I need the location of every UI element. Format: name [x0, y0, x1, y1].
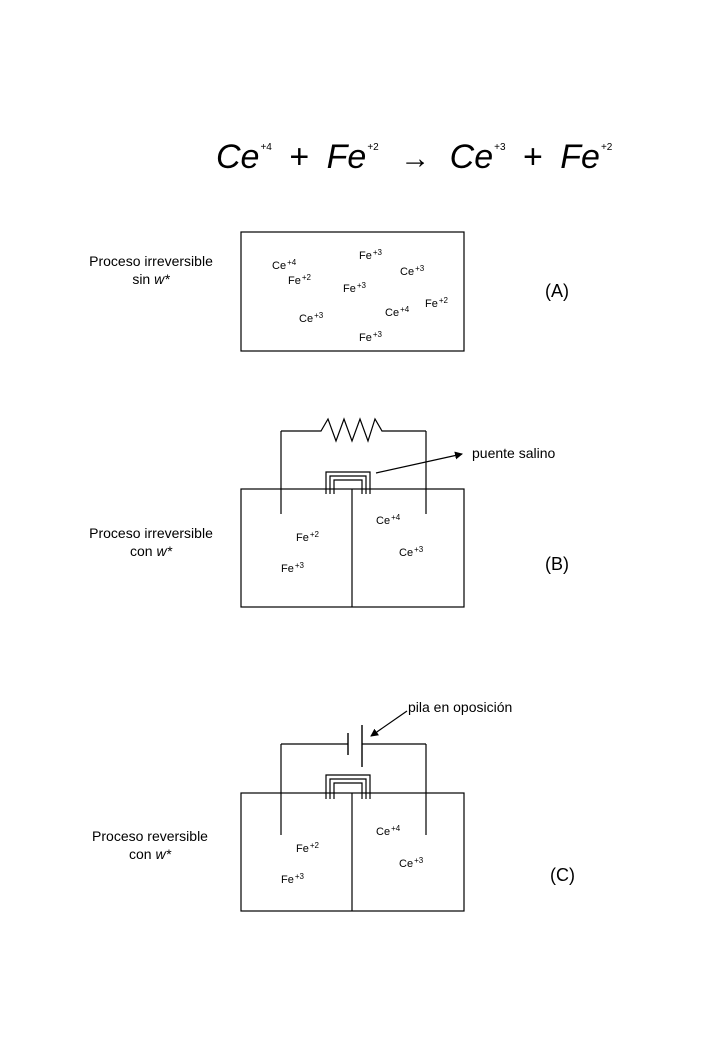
ion-ce3: Ce+3 — [399, 545, 424, 559]
ion-ce4: Ce+4 — [272, 258, 297, 272]
resistor-b — [281, 417, 426, 443]
panel-a-description: Proceso irreversible sin w* — [89, 253, 213, 287]
ion-ce3: Ce+3 — [399, 856, 424, 870]
ion-fe2: Fe+2 — [296, 841, 319, 855]
panel-b-description: Proceso irreversible con w* — [89, 525, 213, 559]
reaction-equation: Ce+4 + Fe+2 → Ce+3 + Fe+2 — [216, 140, 612, 174]
salt-bridge-arrow — [375, 451, 463, 474]
ion-ce4: Ce+4 — [376, 513, 401, 527]
eq-reactant-ce: Ce+4 — [216, 138, 272, 176]
cell-c — [240, 710, 465, 912]
eq-plus: + — [289, 138, 310, 176]
ion-fe3: Fe+3 — [359, 330, 382, 344]
opposing-cell-label: pila en oposición — [408, 699, 513, 715]
cell-b — [240, 417, 465, 608]
ion-ce3: Ce+3 — [299, 311, 324, 325]
ion-fe3: Fe+3 — [281, 561, 304, 575]
panel-a-label: (A) — [545, 281, 569, 301]
ion-fe2: Fe+2 — [288, 273, 311, 287]
salt-bridge-c — [325, 774, 371, 799]
ion-ce3: Ce+3 — [400, 264, 425, 278]
beaker-a — [240, 231, 465, 352]
eq-arrow: → — [400, 142, 431, 175]
ion-ce4: Ce+4 — [385, 305, 410, 319]
ion-fe3: Fe+3 — [281, 872, 304, 886]
salt-bridge-b — [325, 471, 371, 494]
panel-c-label: (C) — [550, 865, 575, 885]
ion-fe3: Fe+3 — [343, 281, 366, 295]
ion-fe3: Fe+3 — [359, 248, 382, 262]
eq-product-ce: Ce+3 — [449, 138, 506, 176]
ion-fe2: Fe+2 — [296, 530, 319, 544]
eq-plus: + — [522, 138, 543, 176]
battery-arrow — [370, 710, 408, 737]
ion-fe2: Fe+2 — [425, 296, 448, 310]
panel-b-label: (B) — [545, 554, 569, 574]
eq-reactant-fe: Fe+2 — [326, 138, 379, 176]
panel-c-description: Proceso reversible con w* — [92, 828, 208, 862]
salt-bridge-label: puente salino — [472, 445, 556, 461]
ion-ce4: Ce+4 — [376, 824, 401, 838]
eq-product-fe: Fe+2 — [560, 138, 613, 176]
